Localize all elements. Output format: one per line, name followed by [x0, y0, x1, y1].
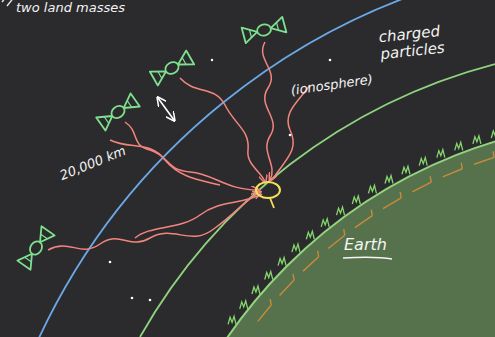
grass-marks: [228, 130, 495, 324]
signal-wave: [125, 122, 258, 190]
surface-arrow: [303, 251, 319, 271]
grass-mark: [265, 272, 273, 280]
satellite: [17, 226, 54, 270]
satellite: [96, 93, 140, 130]
signal-wave: [180, 78, 265, 182]
distance-label: 20,000 km: [58, 144, 128, 183]
surface-arrow: [383, 192, 401, 209]
grass-mark: [337, 207, 345, 215]
grass-mark: [240, 301, 248, 309]
grass-mark: [278, 258, 286, 266]
earth-body: [140, 120, 495, 337]
signal-wave: [263, 42, 274, 180]
satellite: [242, 17, 287, 43]
grass-mark: [473, 136, 481, 144]
grass-mark: [419, 158, 427, 166]
satellite: [150, 51, 194, 86]
surface-arrow: [474, 151, 494, 164]
signal-wave: [110, 140, 220, 185]
grass-mark: [385, 176, 393, 184]
surface-arrows: [258, 151, 494, 321]
grass-mark: [252, 286, 260, 294]
grass-mark: [455, 142, 463, 150]
surface-arrow: [355, 210, 372, 228]
distance-arrow: [158, 98, 174, 120]
grass-mark: [306, 231, 314, 239]
surface-arrow: [412, 176, 431, 192]
receiver: [256, 182, 280, 198]
grass-mark: [352, 196, 360, 204]
surface-arrow: [328, 229, 345, 248]
orbit-arc: [38, 0, 495, 337]
slash-marks: [2, 0, 15, 6]
region-label: charged particles: [372, 20, 473, 63]
signal-wave: [135, 194, 262, 238]
signal-wave: [48, 192, 260, 250]
signal-wave: [272, 85, 310, 180]
grass-mark: [402, 166, 410, 174]
grass-mark: [321, 219, 329, 227]
grass-mark: [491, 130, 495, 138]
note-label: two land masses: [16, 1, 125, 15]
surface-arrow: [443, 163, 463, 177]
region-label: (ionosphere): [290, 73, 374, 99]
ionosphere-arc: [140, 64, 495, 337]
receiver-stem: [270, 198, 274, 208]
grass-mark: [228, 316, 236, 324]
signal-waves: [48, 42, 310, 250]
surface-arrow: [258, 299, 271, 321]
grass-mark: [292, 244, 300, 252]
surface-arrow: [280, 274, 294, 295]
body-label: Earth: [344, 236, 387, 254]
grass-mark: [368, 185, 376, 193]
underline: [343, 257, 392, 259]
grass-mark: [437, 150, 445, 158]
